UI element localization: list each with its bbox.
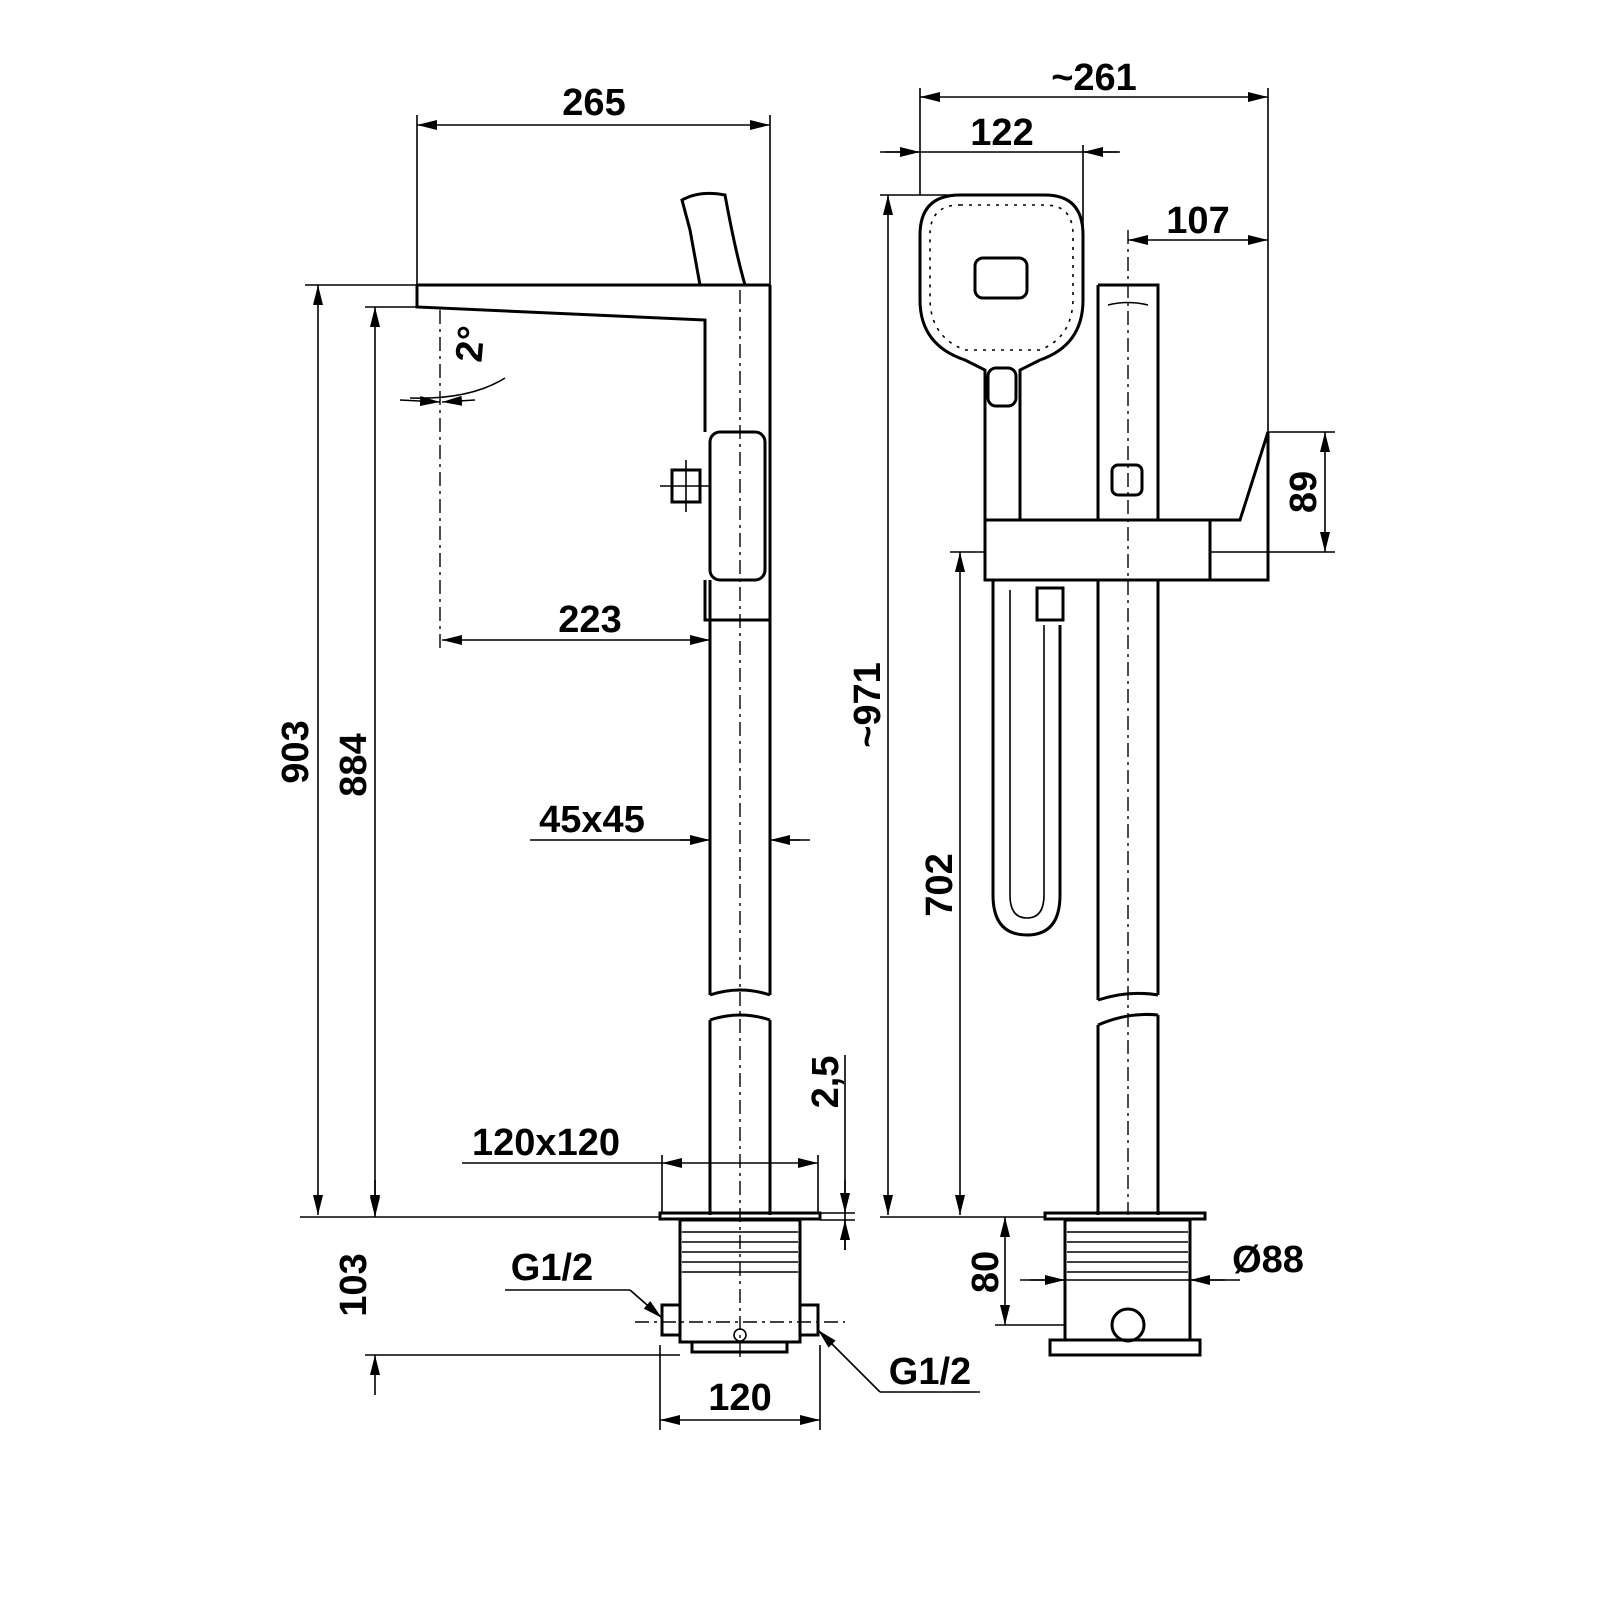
lever-handle: [680, 191, 747, 287]
dim-body-height-label: 702: [919, 853, 961, 916]
dim-total-width-label: ~261: [1051, 57, 1137, 99]
dim-width-label: 265: [562, 82, 625, 124]
column: [1096, 230, 1160, 1215]
thread-right-label: G1/2: [889, 1351, 971, 1393]
dim-angle-label: 2°: [449, 324, 494, 364]
mounting-box: [1043, 1211, 1207, 1357]
shower-head: [918, 193, 1085, 522]
front-view: ~261 122 107 89 ~971 702 80 Ø88: [847, 57, 1335, 1357]
dim-reach-label: 223: [558, 599, 621, 641]
dim-shower-head-label: 122: [970, 112, 1033, 154]
dim-lever-offset-label: 107: [1166, 200, 1229, 242]
hose-connector: [660, 460, 710, 512]
dim-flange-thickness-label: 2,5: [805, 1056, 847, 1109]
dim-lever-height-label: 89: [1283, 471, 1325, 513]
dim-diameter-label: Ø88: [1232, 1239, 1304, 1281]
dim-height-total-label: 903: [275, 720, 317, 783]
dim-total-height-label: ~971: [847, 662, 889, 748]
dim-box-depth-label: 80: [965, 1251, 1007, 1293]
mounting-box: [635, 1211, 845, 1354]
dim-depth-label: 103: [333, 1253, 375, 1316]
thread-left-label: G1/2: [511, 1247, 593, 1289]
control-body: [708, 430, 767, 582]
lever-handle: [1210, 431, 1270, 582]
column: [708, 285, 772, 1360]
dim-height-outlet-label: 884: [333, 733, 375, 796]
mixer-body: [983, 518, 1212, 582]
dim-column-label: 45x45: [539, 799, 645, 841]
dim-flange-label: 120x120: [472, 1122, 620, 1164]
dim-box-width-label: 120: [708, 1377, 771, 1419]
hose: [991, 580, 1065, 937]
side-view: 265 903 884 103 2° 223 45x45 120x120 2,5…: [275, 82, 980, 1430]
